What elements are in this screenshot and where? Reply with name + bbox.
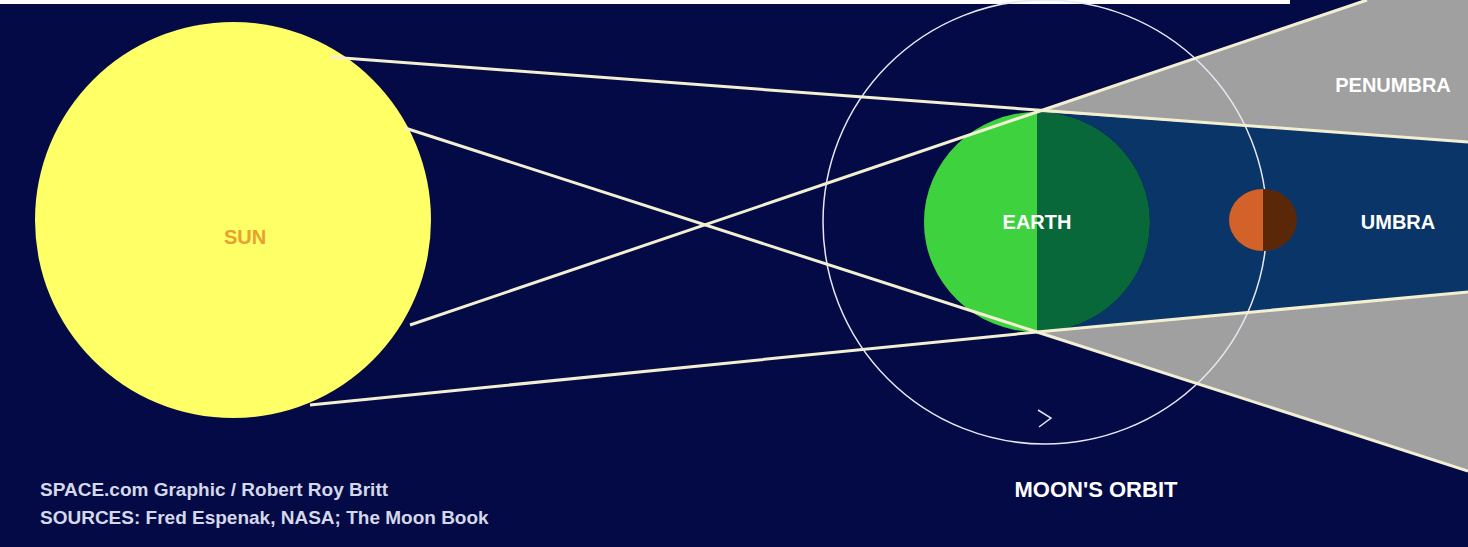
- light-rays: [310, 0, 1468, 471]
- region-name: EARTH: [1003, 211, 1072, 233]
- region-name: UMBRA: [1361, 211, 1435, 233]
- umbra-shape: [1037, 112, 1468, 332]
- light-ray: [310, 292, 1468, 405]
- light-ray: [410, 0, 1367, 325]
- node-outline: [35, 22, 431, 418]
- credit-line: SPACE.com Graphic / Robert Roy Britt: [40, 480, 388, 501]
- region-name: SUN: [224, 226, 266, 248]
- moon-dark-half: [1229, 189, 1297, 251]
- sun-disc: SUN: [35, 22, 431, 418]
- region-name: PENUMBRA: [1335, 74, 1451, 96]
- credit-line: SOURCES: Fred Espenak, NASA; The Moon Bo…: [40, 508, 489, 529]
- umbra-region: UMBRA: [1037, 112, 1468, 332]
- earth-disc: EARTH: [924, 112, 1150, 332]
- moon: [1229, 189, 1297, 251]
- orbit-label: MOON'S ORBIT: [1015, 478, 1178, 502]
- orbit-arrow: [1038, 410, 1051, 427]
- moon-orbit: [823, 0, 1267, 444]
- top-strip: [0, 0, 1290, 4]
- light-ray: [330, 57, 1468, 142]
- earth-night-half: [924, 112, 1150, 332]
- moon-lit-half: [1229, 189, 1263, 251]
- sun-shape: [35, 22, 431, 418]
- light-ray: [405, 128, 1468, 471]
